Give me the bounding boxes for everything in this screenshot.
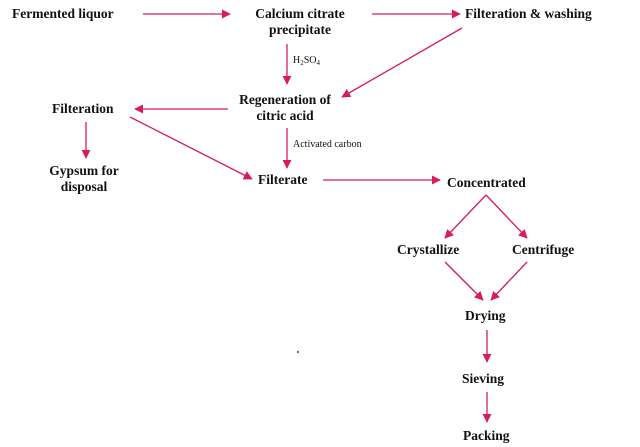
node-sieving-text: Sieving bbox=[462, 371, 505, 386]
node-calcium-citrate-line1: Calcium citrate bbox=[255, 6, 345, 21]
arrow-concentrated-to-centrifuge bbox=[485, 194, 528, 239]
node-centrifuge: Centrifuge bbox=[512, 242, 574, 258]
arrow-centrifuge-to-drying bbox=[490, 261, 528, 301]
label-activated-carbon-text: Activated carbon bbox=[293, 139, 362, 150]
node-packing-text: Packing bbox=[463, 428, 510, 443]
node-crystallize: Crystallize bbox=[397, 242, 459, 258]
node-filteration-washing: Filteration & washing bbox=[465, 6, 592, 22]
label-h2so4-sub2: 4 bbox=[316, 59, 321, 67]
node-filteration-text: Filteration bbox=[52, 101, 114, 116]
node-fermented-liquor-text: Fermented liquor bbox=[12, 6, 114, 21]
node-gypsum-line1: Gypsum for bbox=[49, 163, 119, 178]
node-filteration-washing-text: Filteration & washing bbox=[465, 6, 592, 21]
node-centrifuge-text: Centrifuge bbox=[512, 242, 575, 257]
node-calcium-citrate-precipitate: Calcium citrate precipitate bbox=[255, 6, 345, 38]
node-sieving: Sieving bbox=[462, 371, 504, 387]
stray-dot bbox=[296, 350, 300, 354]
node-regeneration-line1: Regeneration of bbox=[239, 92, 331, 107]
node-regeneration-citric-acid: Regeneration of citric acid bbox=[239, 92, 331, 124]
label-h2so4-so: SO bbox=[303, 55, 317, 66]
arrow-concentrated-to-crystallize bbox=[444, 194, 487, 239]
node-packing: Packing bbox=[463, 428, 510, 444]
node-gypsum-line2: disposal bbox=[60, 179, 108, 194]
node-regeneration-line2: citric acid bbox=[256, 108, 314, 123]
node-crystallize-text: Crystallize bbox=[397, 242, 460, 257]
arrow-filteration-washing-to-regeneration bbox=[341, 27, 463, 98]
node-concentrated-text: Concentrated bbox=[447, 175, 526, 190]
arrow-filteration-to-filterate bbox=[129, 116, 253, 180]
label-h2so4-sub1: 2 bbox=[300, 59, 304, 67]
node-concentrated: Concentrated bbox=[447, 175, 526, 191]
label-h2so4-h: H bbox=[293, 55, 301, 66]
node-drying: Drying bbox=[465, 308, 506, 324]
label-activated-carbon: Activated carbon bbox=[293, 139, 362, 151]
node-filterate-text: Filterate bbox=[258, 172, 308, 187]
node-gypsum-for-disposal: Gypsum for disposal bbox=[49, 163, 118, 195]
arrow-crystallize-to-drying bbox=[444, 261, 484, 301]
node-filterate: Filterate bbox=[258, 172, 307, 188]
node-calcium-citrate-line2: precipitate bbox=[269, 22, 331, 37]
node-drying-text: Drying bbox=[465, 308, 506, 323]
node-filteration: Filteration bbox=[52, 101, 113, 117]
label-h2so4: H2SO4 bbox=[293, 55, 320, 67]
node-fermented-liquor: Fermented liquor bbox=[12, 6, 114, 22]
